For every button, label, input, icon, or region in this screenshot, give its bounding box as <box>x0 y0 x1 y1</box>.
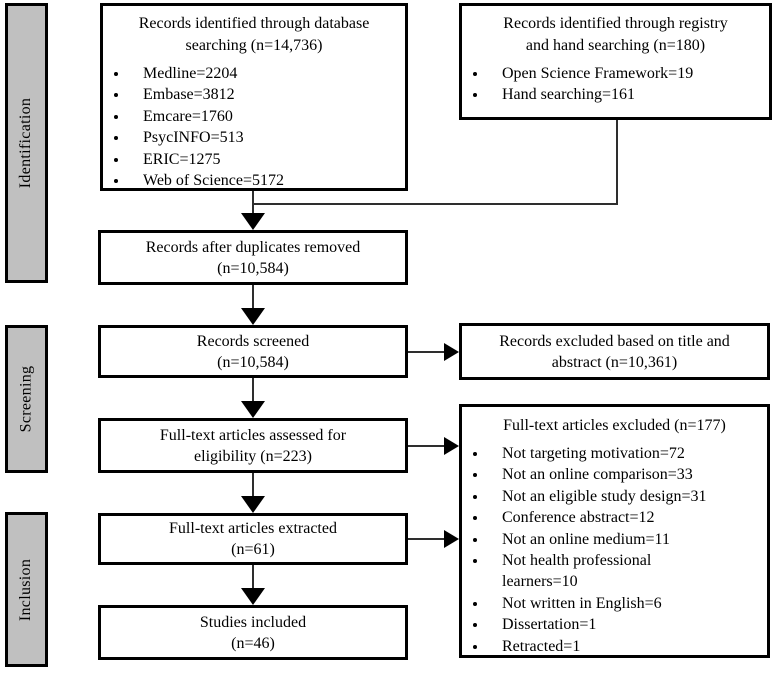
excluded-title-abstract-box: Records excluded based on title and abst… <box>459 323 770 380</box>
studies-included-line2: (n=46) <box>231 634 275 652</box>
bullet-item: PsycINFO=513 <box>129 127 405 148</box>
bullet-item: Retracted=1 <box>488 636 767 657</box>
bullet-item: Not an eligible study design=31 <box>488 486 767 507</box>
studies-included-line1: Studies included <box>199 613 307 631</box>
database-records-box: Records identified through database sear… <box>100 3 408 191</box>
registry-records-box: Records identified through registry and … <box>459 3 772 120</box>
registry-records-title-line1: Records identified through registry <box>503 15 728 32</box>
stage-identification-label: Identification <box>17 97 35 189</box>
bullet-item: Not an online comparison=33 <box>488 464 767 485</box>
bullet-item: Not written in English=6 <box>488 593 767 614</box>
bullet-item: Not targeting motivation=72 <box>488 443 767 464</box>
connector-screened-to-excluded <box>408 351 444 353</box>
connector-duplicates-to-screened <box>252 285 254 308</box>
bullet-item: Conference abstract=12 <box>488 507 767 528</box>
bullet-item: Hand searching=161 <box>488 84 769 105</box>
arrowhead-into-duplicates <box>241 213 265 230</box>
excluded-title-abstract-line1: Records excluded based on title and <box>499 332 730 350</box>
stage-screening-label: Screening <box>17 365 35 433</box>
connector-registry-elbow <box>252 203 618 205</box>
connector-screened-to-assessed <box>252 378 254 401</box>
records-screened-box: Records screened (n=10,584) <box>98 325 408 378</box>
arrowhead-into-excluded-title <box>444 343 459 361</box>
stage-identification: Identification <box>5 3 48 283</box>
database-records-title-line2: searching (n=14,736) <box>185 37 323 54</box>
registry-records-list: Open Science Framework=19Hand searching=… <box>462 63 769 106</box>
fulltext-extracted-line2: (n=61) <box>231 541 275 558</box>
connector-assessed-to-extracted <box>252 473 254 496</box>
records-screened-line1: Records screened <box>196 332 310 350</box>
connector-extracted-to-included <box>252 565 254 588</box>
fulltext-excluded-title: Full-text articles excluded (n=177) <box>503 417 726 434</box>
bullet-item: Not health professional learners=10 <box>488 550 767 593</box>
bullet-item: ERIC=1275 <box>129 149 405 170</box>
bullet-item: Not an online medium=11 <box>488 529 767 550</box>
stage-inclusion-label: Inclusion <box>17 558 35 621</box>
fulltext-assessed-line2: eligibility (n=223) <box>194 447 312 465</box>
excluded-title-abstract-line2: abstract (n=10,361) <box>551 353 678 371</box>
duplicates-removed-line1: Records after duplicates removed <box>145 238 361 256</box>
arrowhead-into-fulltext-excluded-bottom <box>444 530 459 548</box>
fulltext-extracted-line1: Full-text articles extracted <box>169 520 337 537</box>
connector-database-down <box>252 191 254 213</box>
fulltext-assessed-box: Full-text articles assessed for eligibil… <box>98 418 408 473</box>
registry-records-title-line2: and hand searching (n=180) <box>525 37 706 54</box>
bullet-item: Embase=3812 <box>129 84 405 105</box>
duplicates-removed-box: Records after duplicates removed (n=10,5… <box>98 230 408 285</box>
arrowhead-into-extracted <box>241 496 265 513</box>
connector-assessed-to-fulltext-excluded <box>408 445 444 447</box>
bullet-item: Medline=2204 <box>129 63 405 84</box>
arrowhead-into-screened <box>241 308 265 325</box>
bullet-item: Emcare=1760 <box>129 106 405 127</box>
bullet-item: Dissertation=1 <box>488 614 767 635</box>
duplicates-removed-line2: (n=10,584) <box>217 259 289 277</box>
fulltext-assessed-line1: Full-text articles assessed for <box>159 426 347 444</box>
fulltext-excluded-list: Not targeting motivation=72Not an online… <box>462 443 767 657</box>
bullet-item: Open Science Framework=19 <box>488 63 769 84</box>
stage-screening: Screening <box>5 325 48 473</box>
connector-extracted-to-fulltext-excluded <box>408 538 444 540</box>
fulltext-excluded-box: Full-text articles excluded (n=177) Not … <box>459 404 770 658</box>
arrowhead-into-fulltext-excluded-top <box>444 437 459 455</box>
fulltext-extracted-box: Full-text articles extracted (n=61) <box>98 513 408 565</box>
studies-included-box: Studies included (n=46) <box>98 605 408 660</box>
records-screened-line2: (n=10,584) <box>217 353 289 371</box>
arrowhead-into-assessed <box>241 401 265 418</box>
stage-inclusion: Inclusion <box>5 512 48 667</box>
database-records-list: Medline=2204Embase=3812Emcare=1760PsycIN… <box>103 63 405 191</box>
arrowhead-into-included <box>241 588 265 605</box>
database-records-title-line1: Records identified through database <box>138 15 370 32</box>
connector-registry-down <box>616 120 618 205</box>
bullet-item: Web of Science=5172 <box>129 170 405 191</box>
